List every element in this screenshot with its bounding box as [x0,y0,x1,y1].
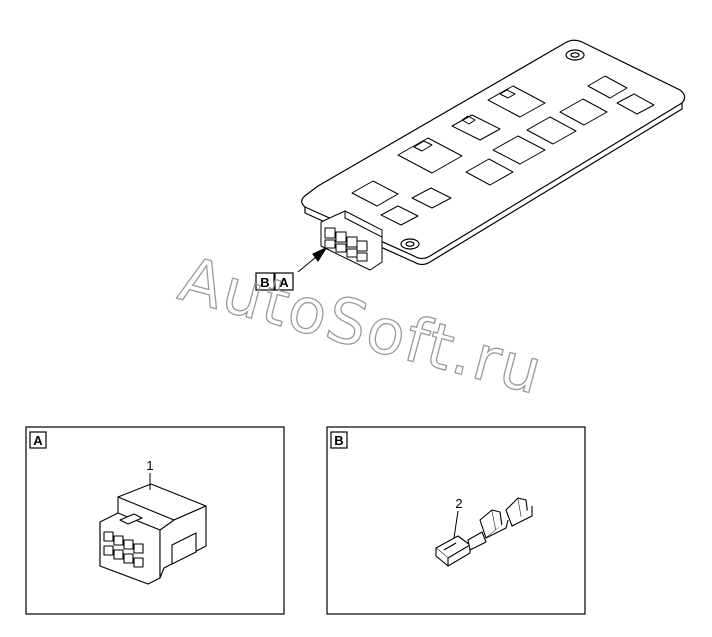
detail-a-label: A [33,433,43,448]
watermark: AutoSoft.ru [172,242,551,409]
circuit-board-view [297,39,686,273]
detail-tag-b-label: B [260,275,269,290]
mounting-hole-bottom [400,238,420,250]
connector-housing [99,483,207,585]
board-connector [320,210,383,271]
detail-box-b: B 2 [326,426,586,615]
callout-2: 2 [455,496,462,511]
pointer-arrow [297,247,327,273]
circuit-board-edge [304,103,683,266]
detail-tag-a-label: A [279,275,289,290]
detail-tag-a: A [274,272,294,291]
detail-tag-b: B [255,272,275,291]
detail-b-label: B [334,433,343,448]
board-components [351,75,655,226]
crimp-terminal [435,497,533,567]
mounting-hole-top [565,49,585,61]
detail-box-a: A 1 [25,426,285,615]
callout-1: 1 [146,458,153,473]
callout-leader-2 [453,510,459,539]
